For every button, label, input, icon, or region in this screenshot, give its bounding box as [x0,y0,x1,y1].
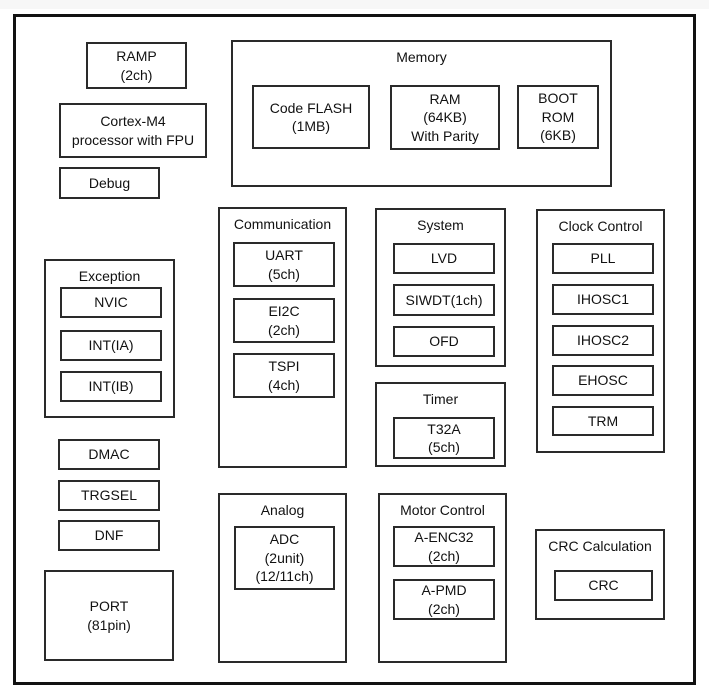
group-exception: Exception NVIC INT(IA) INT(IB) [44,259,175,418]
block-boot-rom: BOOT ROM (6KB) [517,85,599,149]
block-ram: RAM (64KB) With Parity [390,85,500,150]
group-analog: Analog ADC (2unit) (12/11ch) [218,493,347,663]
block-trgsel: TRGSEL [58,480,160,511]
group-communication-title: Communication [233,216,332,232]
block-a-enc32: A-ENC32 (2ch) [393,526,495,567]
block-uart: UART (5ch) [233,242,335,287]
group-analog-title: Analog [260,502,305,518]
block-a-pmd: A-PMD (2ch) [393,579,495,620]
block-ofd: OFD [393,326,495,357]
group-motor-control-title: Motor Control [400,502,485,518]
group-timer: Timer T32A (5ch) [375,382,506,467]
block-ei2c: EI2C (2ch) [233,298,335,343]
block-debug: Debug [59,167,160,199]
block-dmac: DMAC [58,439,160,470]
block-lvd: LVD [393,243,495,274]
block-crc: CRC [554,570,653,601]
block-nvic: NVIC [60,287,162,318]
group-clock-control: Clock Control PLL IHOSC1 IHOSC2 EHOSC TR… [536,209,665,453]
block-ihosc2: IHOSC2 [552,325,654,356]
block-ramp: RAMP (2ch) [86,42,187,89]
block-ihosc1: IHOSC1 [552,284,654,315]
group-timer-title: Timer [422,391,459,407]
block-siwdt: SIWDT(1ch) [393,284,495,316]
block-ehosc: EHOSC [552,365,654,396]
block-cortex-m4-core: Cortex-M4 processor with FPU [59,103,207,158]
group-system: System LVD SIWDT(1ch) OFD [375,208,506,367]
block-tspi: TSPI (4ch) [233,353,335,398]
block-trm: TRM [552,406,654,436]
block-pll: PLL [552,243,654,274]
group-clock-control-title: Clock Control [558,218,643,234]
block-t32a: T32A (5ch) [393,417,495,459]
block-adc: ADC (2unit) (12/11ch) [234,526,335,590]
block-dnf: DNF [58,520,160,551]
block-int-ia: INT(IA) [60,330,162,361]
group-motor-control: Motor Control A-ENC32 (2ch) A-PMD (2ch) [378,493,507,663]
page-top-strip [0,0,709,9]
group-memory: Memory Code FLASH (1MB) RAM (64KB) With … [231,40,612,187]
group-memory-title: Memory [396,49,447,65]
block-int-ib: INT(IB) [60,371,162,402]
group-communication: Communication UART (5ch) EI2C (2ch) TSPI… [218,207,347,468]
group-crc-calculation-title: CRC Calculation [548,538,652,554]
group-crc-calculation: CRC Calculation CRC [535,529,665,620]
group-exception-title: Exception [78,268,141,284]
block-port: PORT (81pin) [44,570,174,661]
block-code-flash: Code FLASH (1MB) [252,85,370,149]
group-system-title: System [417,217,464,233]
